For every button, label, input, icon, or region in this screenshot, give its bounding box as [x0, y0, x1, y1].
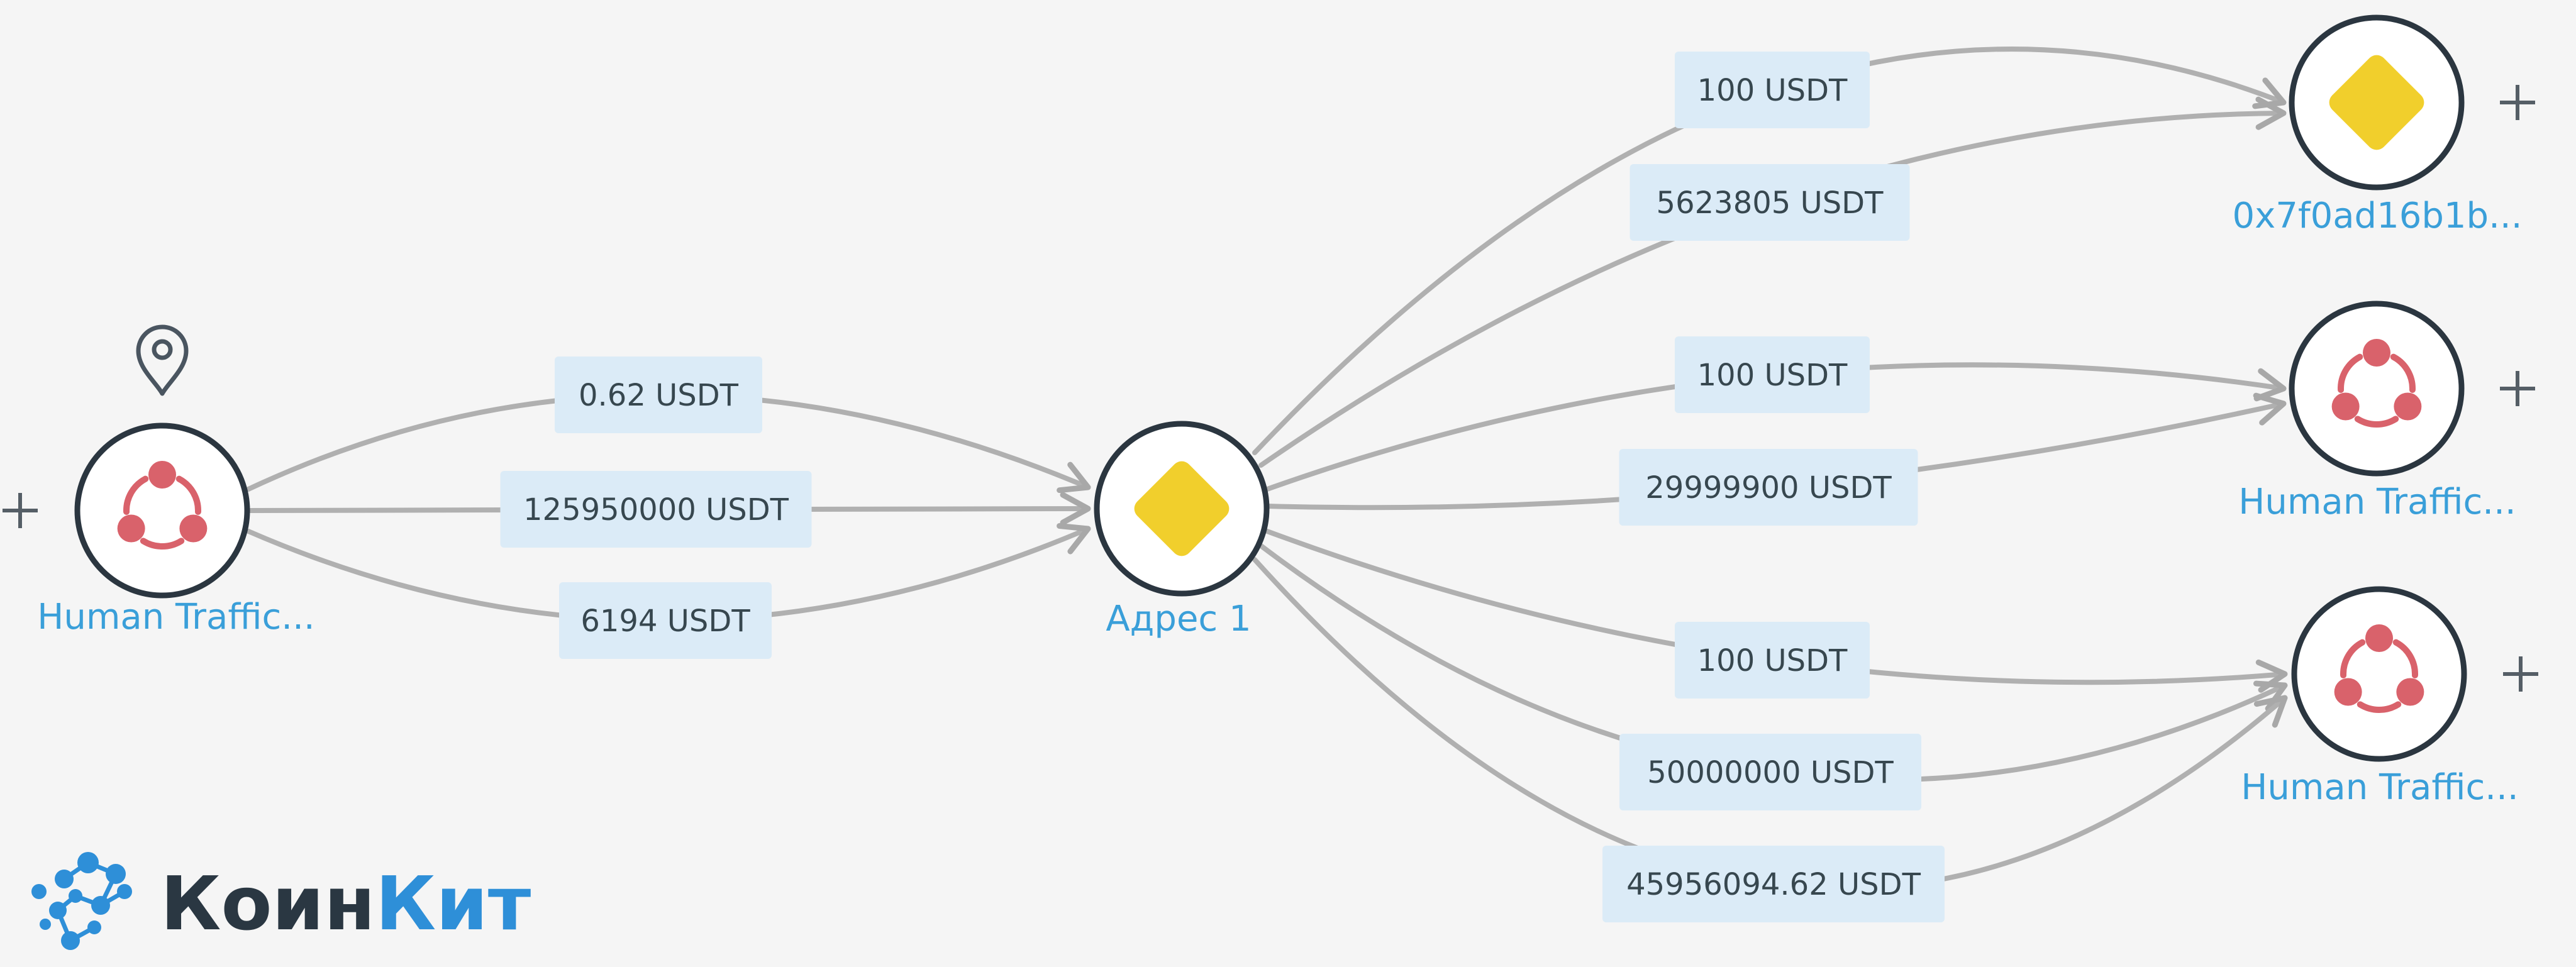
edge-label-box: [555, 356, 762, 433]
arrow-head-icon: [1057, 461, 1091, 494]
edge-label[interactable]: 29999900 USDT: [1619, 449, 1918, 526]
edge-labels-layer: 0.62 USDT 125950000 USDT 6194 USDT 100 USDT…: [500, 52, 1945, 922]
edge-amount-label: 125950000 USDT: [523, 492, 789, 528]
edge-label[interactable]: 125950000 USDT: [500, 471, 812, 548]
edge-amount-label: 100 USDT: [1697, 358, 1848, 393]
graph-node[interactable]: Human Traffic...: [2238, 301, 2535, 522]
coinkit-logo-icon: [31, 852, 132, 950]
node-label[interactable]: Human Traffic...: [37, 597, 314, 638]
node-circle: [2289, 301, 2465, 477]
graph-node[interactable]: 0x7f0ad16b1b...: [2233, 14, 2536, 236]
brand-name: КоинКит: [160, 860, 531, 947]
arrow-head-icon: [1057, 523, 1091, 555]
plus-icon[interactable]: [2500, 371, 2535, 406]
human-trafficking-icon: [2334, 624, 2424, 713]
edge-label[interactable]: 6194 USDT: [559, 582, 772, 659]
graph-node[interactable]: Human Traffic...: [3, 324, 315, 638]
wallet-diamond-icon: [2329, 55, 2424, 150]
nodes-layer: Human Traffic... Адрес 1 0x7f0ad16b1b... Hu…: [3, 14, 2538, 808]
edge-line: [1252, 557, 2287, 892]
edge-amount-label: 0.62 USDT: [579, 378, 739, 413]
edge-amount-label: 5623805 USDT: [1657, 185, 1884, 221]
edge-label-box: [1619, 734, 1921, 810]
edge-label[interactable]: 100 USDT: [1675, 622, 1870, 699]
node-circle: [2291, 586, 2467, 762]
edge-label[interactable]: 45956094.62 USDT: [1602, 846, 1945, 922]
edge-amount-label: 100 USDT: [1697, 643, 1848, 678]
human-trafficking-icon: [117, 461, 208, 550]
node-circle: [74, 423, 250, 599]
brand-name-part1: Коин: [160, 860, 375, 947]
brand-logo: КоинКит: [31, 852, 531, 950]
edge-amount-label: 45956094.62 USDT: [1626, 867, 1921, 902]
edge-label-box: [1675, 52, 1870, 128]
graph-node[interactable]: Human Traffic...: [2241, 586, 2538, 808]
arrow-head-icon: [2253, 392, 2287, 426]
arrow-head-icon: [1060, 492, 1091, 526]
node-label[interactable]: Human Traffic...: [2241, 767, 2518, 808]
edge-label-box: [1675, 336, 1870, 413]
edge-amount-label: 29999900 USDT: [1645, 470, 1892, 506]
edge-label[interactable]: 0.62 USDT: [555, 356, 762, 433]
edge-label-box: [559, 582, 772, 659]
edge-label[interactable]: 100 USDT: [1675, 336, 1870, 413]
plus-icon[interactable]: [2503, 656, 2538, 692]
edge-label-box: [1602, 846, 1945, 922]
location-pin-icon: [136, 324, 189, 396]
edge[interactable]: [1252, 557, 2288, 892]
edge-label-box: [1675, 622, 1870, 699]
edge-label-box: [1629, 164, 1910, 241]
arrow-head-icon: [2255, 96, 2287, 130]
arrow-head-icon: [2253, 368, 2287, 402]
edge-label-box: [1619, 449, 1918, 526]
edge-amount-label: 50000000 USDT: [1647, 755, 1894, 790]
arrow-head-icon: [2253, 695, 2288, 728]
edge-amount-label: 100 USDT: [1697, 73, 1848, 108]
plus-icon[interactable]: [3, 493, 38, 528]
edges-layer: [246, 47, 2288, 892]
human-trafficking-icon: [2331, 339, 2422, 428]
node-label[interactable]: 0x7f0ad16b1b...: [2233, 196, 2523, 236]
plus-icon[interactable]: [2500, 85, 2535, 120]
graph-node[interactable]: Адрес 1: [1094, 421, 1270, 639]
edge-amount-label: 6194 USDT: [580, 604, 750, 639]
edge-label-box: [500, 471, 812, 548]
edge-label[interactable]: 100 USDT: [1675, 52, 1870, 128]
node-label[interactable]: Human Traffic...: [2238, 482, 2516, 522]
brand-name-part2: Кит: [375, 860, 531, 947]
wallet-diamond-icon: [1134, 461, 1230, 556]
edge-label[interactable]: 5623805 USDT: [1629, 164, 1910, 241]
node-label[interactable]: Адрес 1: [1106, 599, 1251, 639]
edge-label[interactable]: 50000000 USDT: [1619, 734, 1921, 810]
